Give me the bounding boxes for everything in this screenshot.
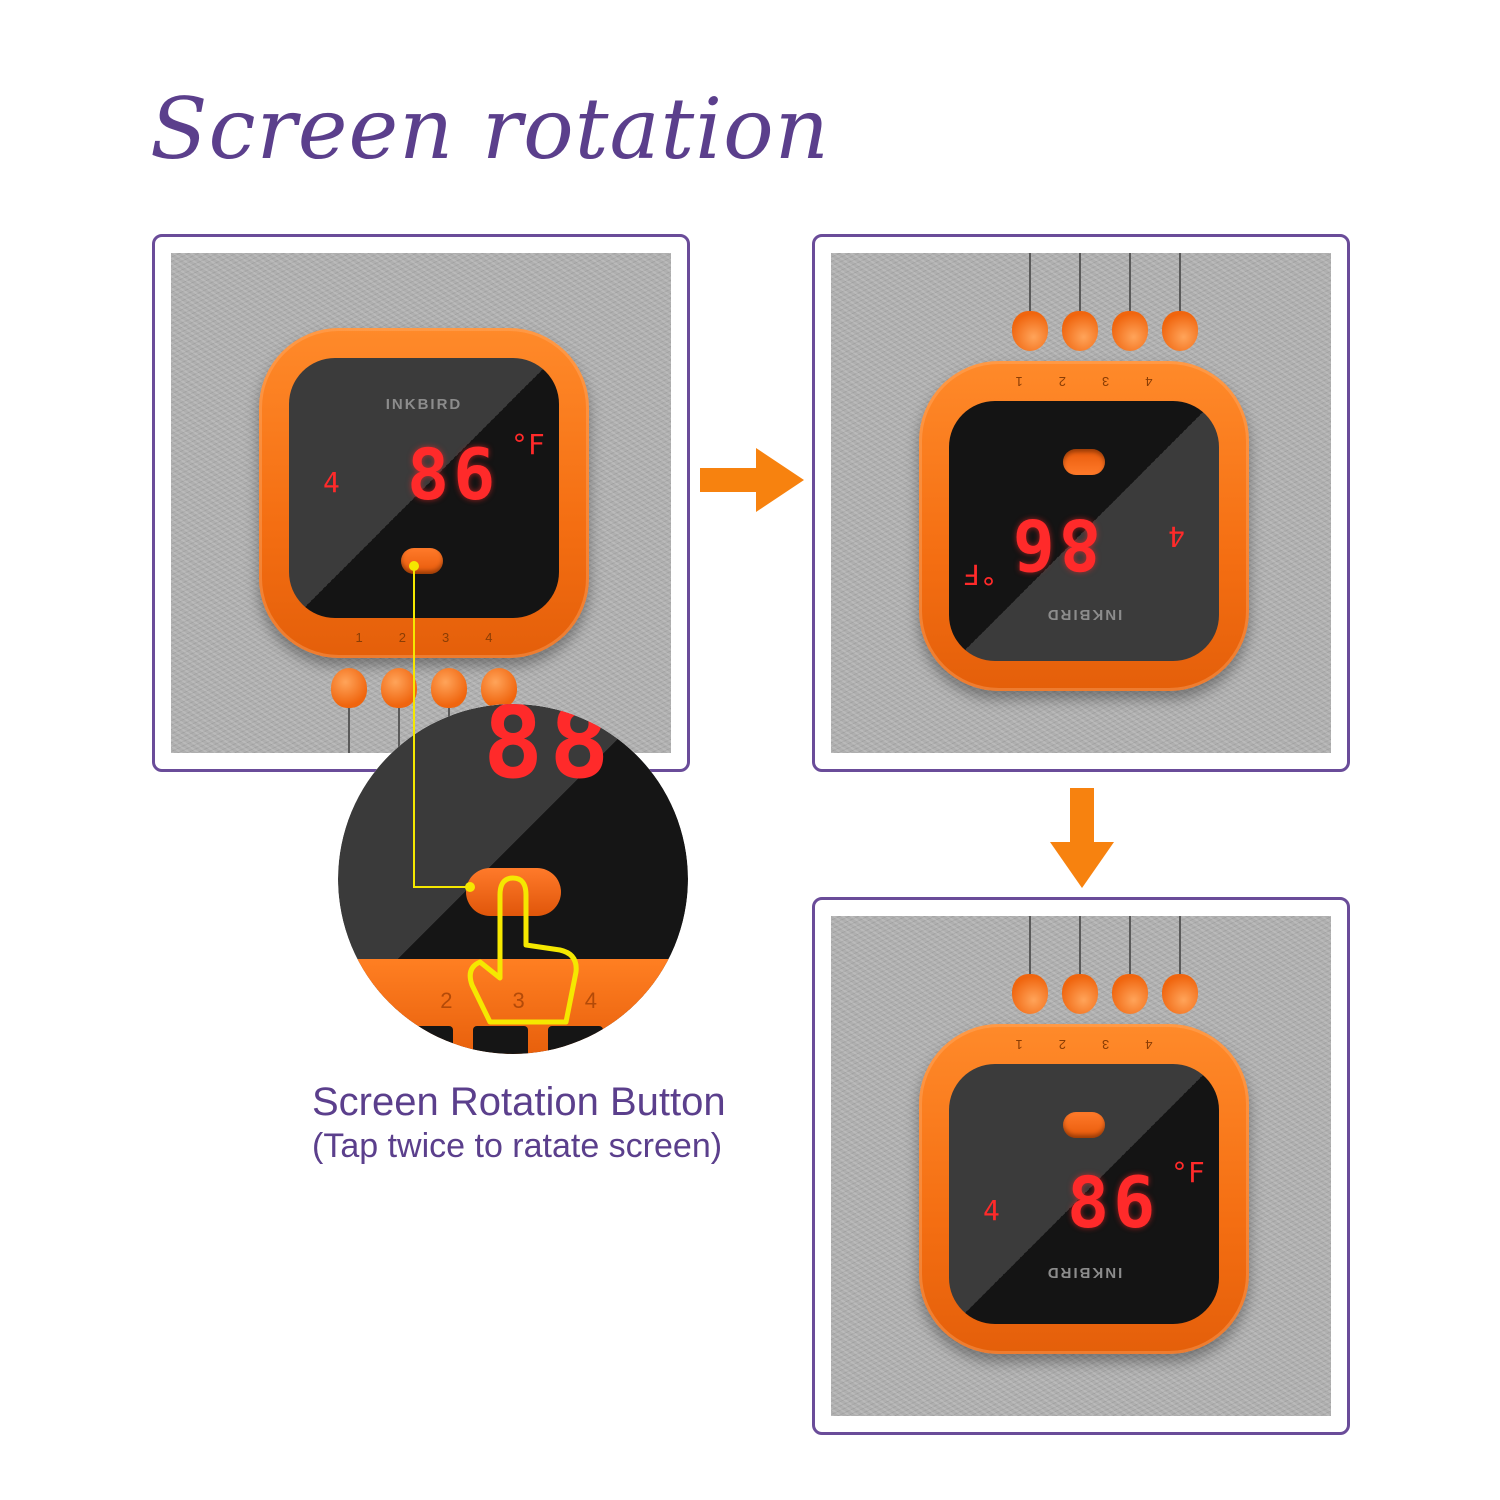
thermometer-device: 4 3 2 1 INKBIRD 4 86 °F (919, 361, 1249, 691)
probe-wire (1129, 253, 1131, 313)
probe-wire (348, 708, 350, 753)
device-screen: 4 86 °F INKBIRD (949, 1064, 1219, 1324)
zoom-port-labels: 1234 (368, 988, 657, 1014)
zoom-callout: 88 1234 (338, 704, 688, 1054)
panel-background: 4 3 2 1 4 86 °F INKBIRD (831, 916, 1331, 1416)
zoom-screen: 88 1234 (338, 704, 688, 1054)
probe-wire (1079, 253, 1081, 313)
caption-label: Screen Rotation Button (312, 1080, 726, 1124)
rotation-button[interactable] (401, 548, 443, 574)
probe-plug (431, 668, 467, 708)
port-label: 1 (355, 630, 363, 645)
caption-note: (Tap twice to ratate screen) (312, 1127, 723, 1165)
probe-wire (1129, 916, 1131, 976)
probe-wire (1179, 916, 1181, 976)
arrow-down-icon (1050, 788, 1114, 888)
panel-background: INKBIRD 4 86 °F 1 2 3 4 (171, 253, 671, 753)
arrow-right-icon (700, 448, 804, 512)
panel-rotated: 4 3 2 1 INKBIRD 4 86 °F (812, 234, 1350, 772)
temperature-readout: 86 (1067, 1162, 1160, 1244)
probe-wire (1029, 253, 1031, 313)
brand-logo: INKBIRD (385, 396, 463, 413)
zoom-device-edge (338, 959, 688, 1054)
probe-number: 4 (983, 1194, 1000, 1227)
port-label: 1 (368, 988, 441, 1013)
hand-pointer-icon (467, 875, 579, 1025)
probe-plug (381, 668, 417, 708)
temperature-unit: °F (1171, 1156, 1205, 1189)
temperature-unit: °F (511, 428, 545, 461)
port-label: 4 (485, 630, 493, 645)
port-label: 4 (584, 988, 657, 1013)
probe-ports: 1 2 3 4 (259, 630, 589, 652)
zoom-port-slots (398, 1026, 678, 1054)
probe-wire (1079, 916, 1081, 976)
page-title: Screen rotation (150, 80, 830, 178)
panel-after: 4 3 2 1 4 86 °F INKBIRD (812, 897, 1350, 1435)
port-label: 3 (442, 630, 450, 645)
rotation-button[interactable] (1063, 1112, 1105, 1138)
temperature-readout: 86 (407, 434, 500, 516)
port-label: 2 (398, 630, 406, 645)
device-screen: INKBIRD 4 86 °F (949, 401, 1219, 661)
caption: Screen Rotation Button (Tap twice to rat… (312, 1080, 726, 1166)
probe-wire (1029, 916, 1031, 976)
probe-plug (481, 668, 517, 708)
panel-before: INKBIRD 4 86 °F 1 2 3 4 (152, 234, 690, 772)
probe-plug (331, 668, 367, 708)
thermometer-device: INKBIRD 4 86 °F 1 2 3 4 (259, 328, 589, 658)
device-screen: INKBIRD 4 86 °F (289, 358, 559, 618)
port-label: 3 (512, 988, 585, 1013)
thermometer-device: 4 3 2 1 4 86 °F INKBIRD (919, 1024, 1249, 1354)
probe-wire (1179, 253, 1181, 313)
probe-wire (398, 708, 400, 753)
panel-background: 4 3 2 1 INKBIRD 4 86 °F (831, 253, 1331, 753)
probe-number: 4 (323, 466, 340, 499)
zoom-digits: 88 (483, 704, 616, 801)
port-label: 2 (440, 988, 513, 1013)
